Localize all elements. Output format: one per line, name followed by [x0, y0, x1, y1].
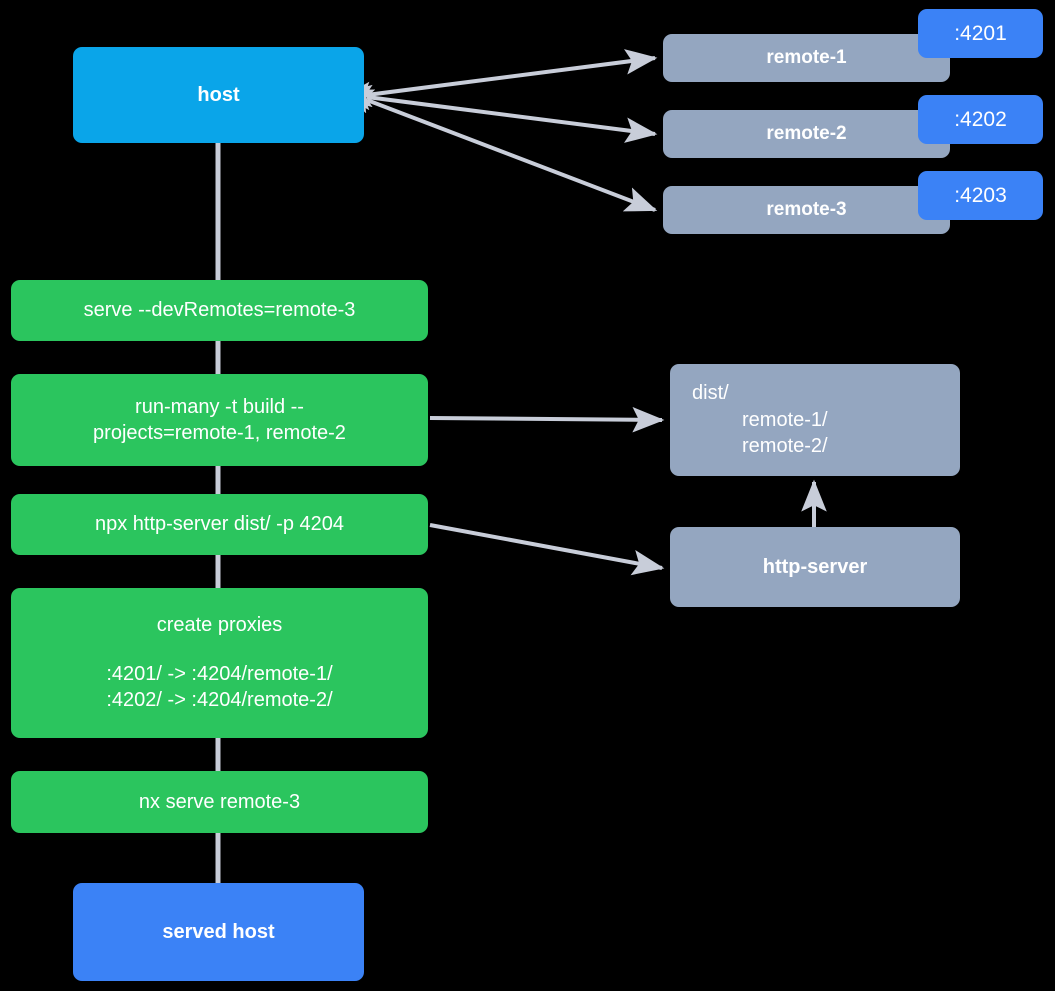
port-badge-remote-1-label: :4201	[954, 21, 1007, 45]
edge-npx-to-httpserver	[429, 523, 665, 576]
node-command-nx-serve-remote-3[interactable]: nx serve remote-3	[11, 771, 428, 833]
node-command-create-proxies-mappings: :4201/ -> :4204/remote-1/ :4202/ -> :420…	[106, 661, 332, 714]
dist-child-remote-2: remote-2/	[742, 435, 828, 458]
edge-runmany-to-dist	[429, 406, 665, 433]
port-badge-remote-2-label: :4202	[954, 107, 1007, 131]
node-host[interactable]: host	[73, 47, 364, 143]
node-command-npx-http-server[interactable]: npx http-server dist/ -p 4204	[11, 494, 428, 555]
port-badge-remote-3-label: :4203	[954, 183, 1007, 207]
node-http-server[interactable]: http-server	[670, 527, 960, 607]
node-remote-1-label: remote-1	[766, 47, 847, 69]
node-command-serve-label: serve --devRemotes=remote-3	[83, 299, 356, 322]
edge-host-to-remote-3	[340, 89, 658, 212]
node-command-nx-serve-remote-3-label: nx serve remote-3	[138, 790, 301, 813]
node-command-create-proxies-title: create proxies	[156, 614, 283, 637]
node-command-run-many-line1: run-many -t build --	[135, 395, 304, 418]
port-badge-remote-3[interactable]: :4203	[918, 171, 1043, 220]
node-dist-folder[interactable]: dist/ remote-1/ remote-2/	[670, 364, 960, 476]
node-host-label: host	[197, 83, 240, 106]
edge-host-to-remote-2	[339, 84, 658, 143]
port-badge-remote-1[interactable]: :4201	[918, 9, 1043, 58]
node-served-host-label: served host	[162, 920, 275, 943]
node-command-run-many-line2: projects=remote-1, remote-2	[93, 422, 346, 444]
node-command-create-proxies[interactable]: create proxies :4201/ -> :4204/remote-1/…	[11, 588, 428, 738]
port-badge-remote-2[interactable]: :4202	[918, 95, 1043, 144]
dist-child-remote-1: remote-1/	[742, 408, 828, 431]
edge-host-to-remote-1	[339, 49, 658, 108]
node-remote-2[interactable]: remote-2	[663, 110, 950, 158]
node-remote-1[interactable]: remote-1	[663, 34, 950, 82]
node-command-npx-http-server-label: npx http-server dist/ -p 4204	[94, 513, 344, 536]
node-remote-2-label: remote-2	[766, 123, 847, 145]
proxy-mapping-1: :4201/ -> :4204/remote-1/	[106, 662, 333, 685]
node-http-server-label: http-server	[762, 555, 868, 578]
node-remote-3[interactable]: remote-3	[663, 186, 950, 234]
node-command-serve[interactable]: serve --devRemotes=remote-3	[11, 280, 428, 341]
node-command-run-many[interactable]: run-many -t build -- projects=remote-1, …	[11, 374, 428, 466]
node-remote-3-label: remote-3	[766, 199, 847, 221]
proxy-mapping-2: :4202/ -> :4204/remote-2/	[106, 689, 333, 712]
dist-root-label: dist/	[692, 382, 729, 405]
node-served-host[interactable]: served host	[73, 883, 364, 981]
